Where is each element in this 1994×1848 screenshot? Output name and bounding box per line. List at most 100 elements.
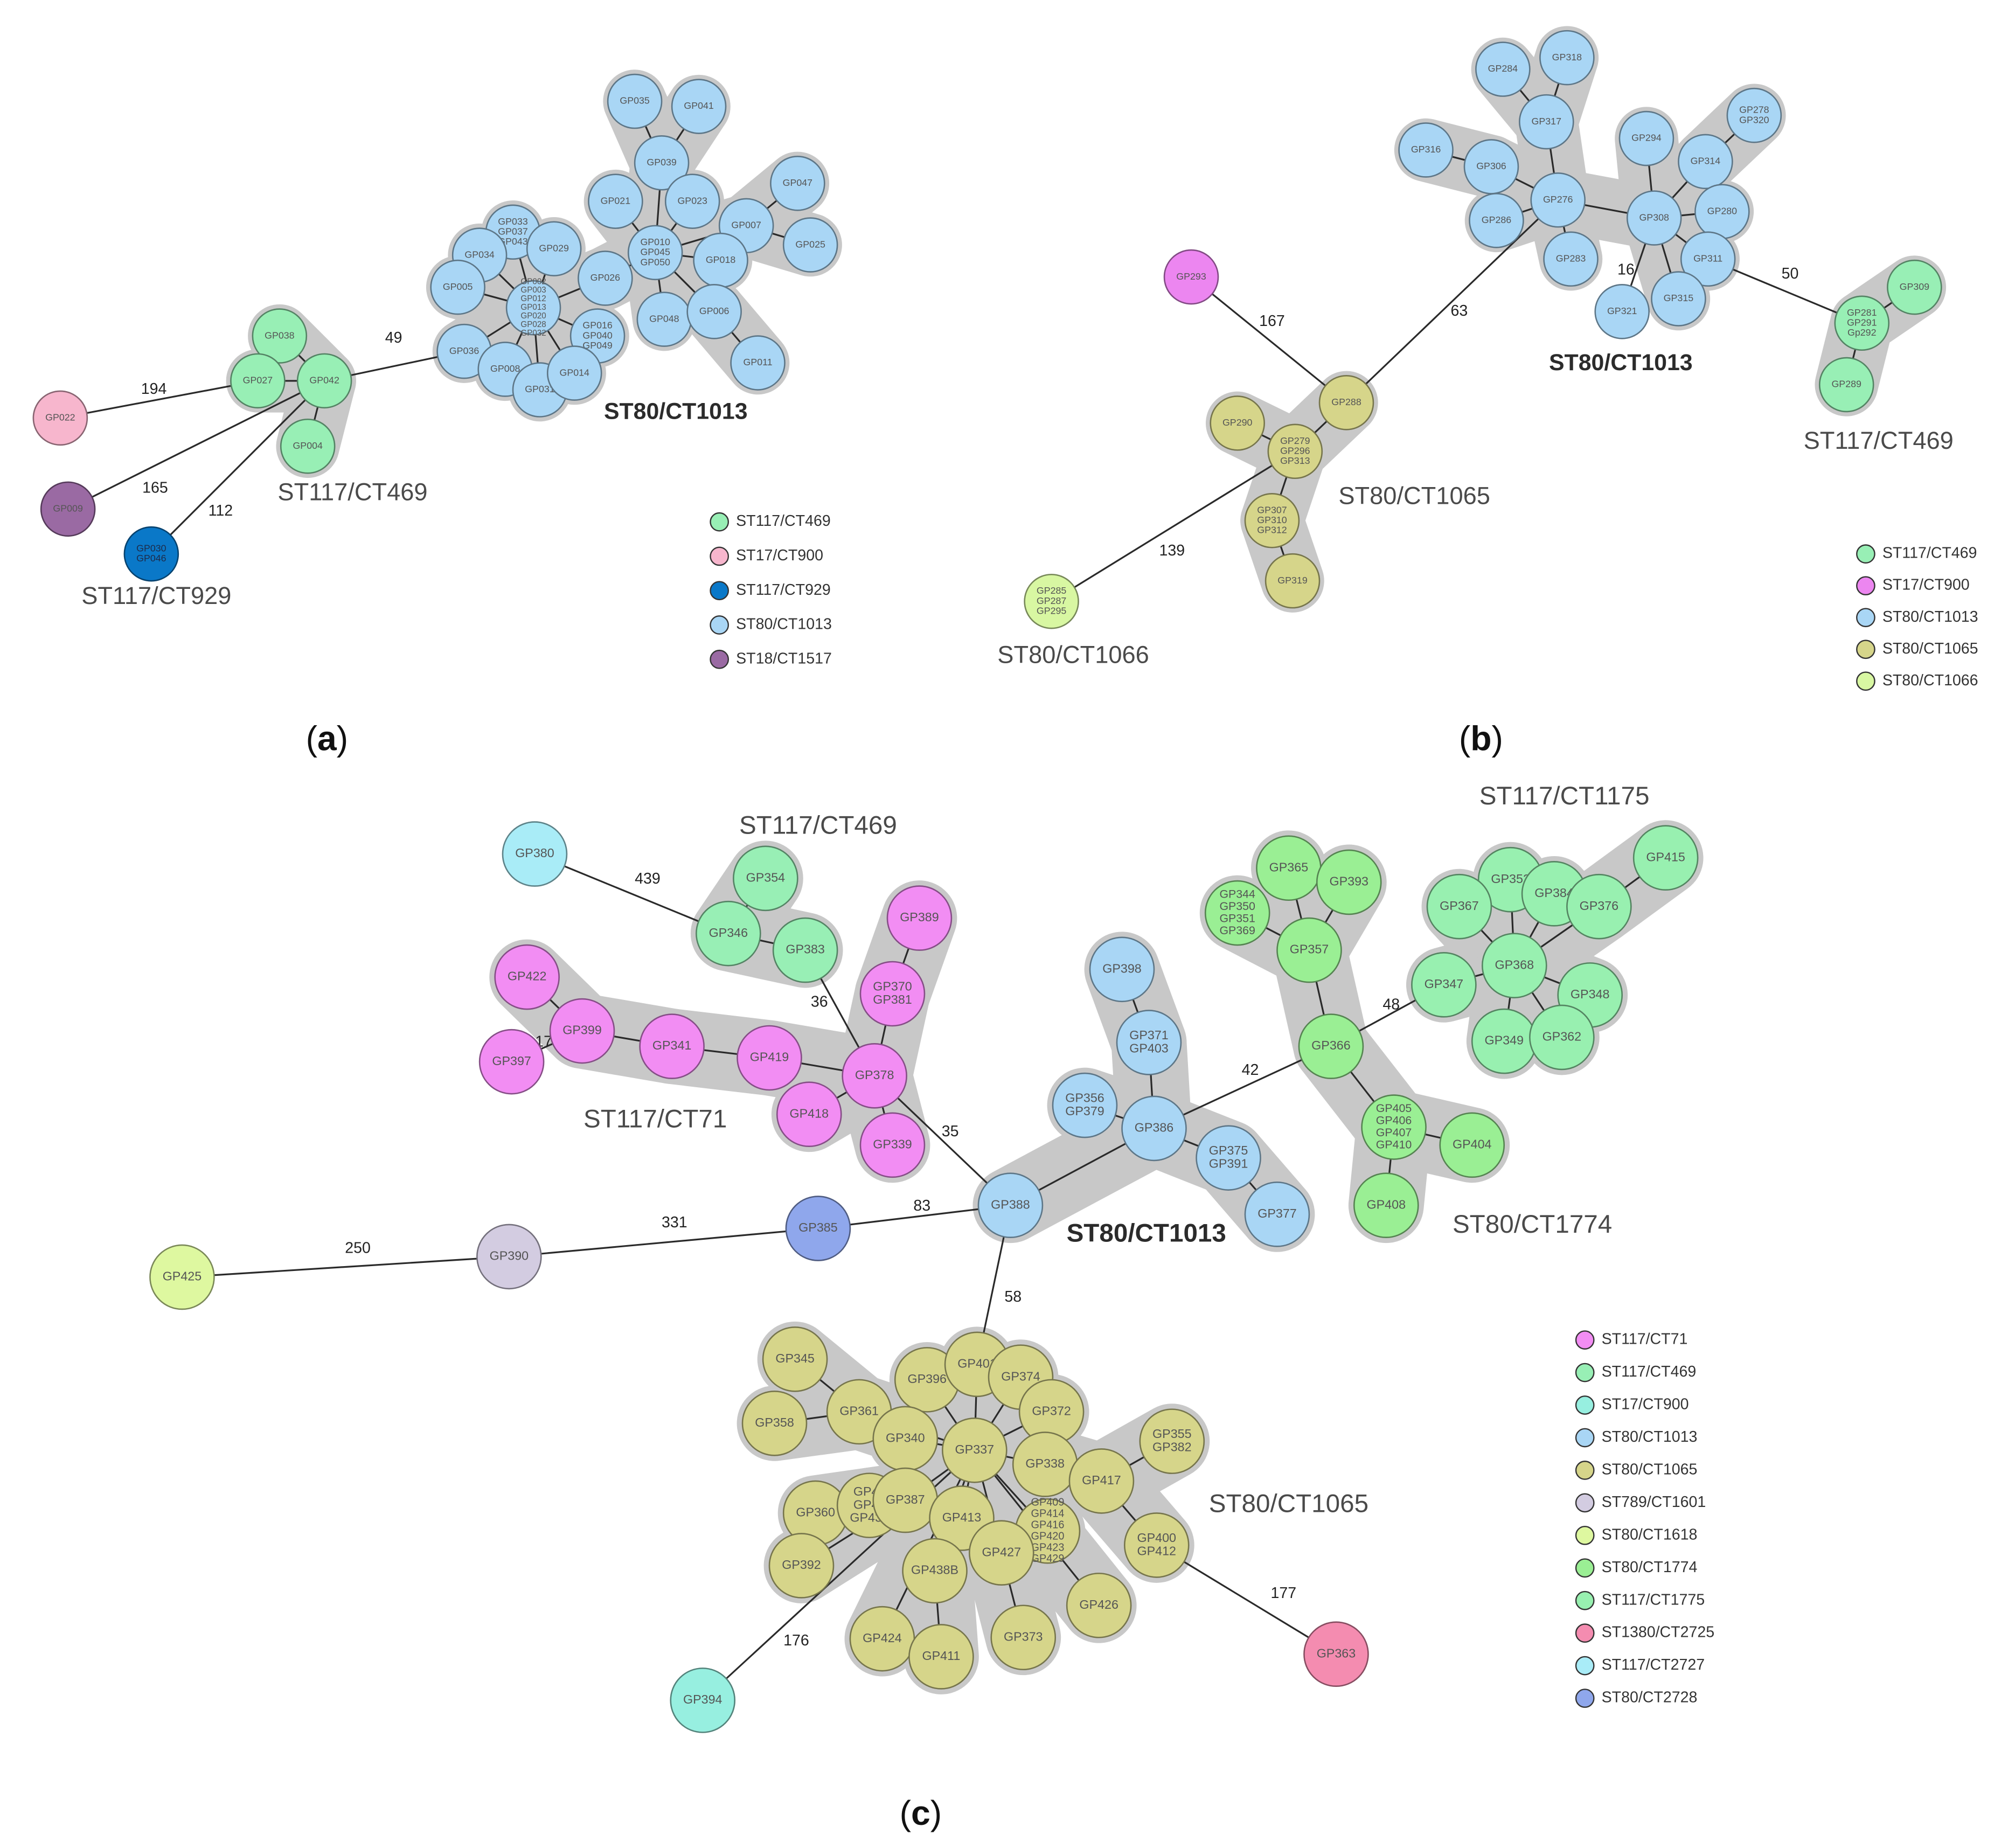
node-gp042[interactable]: GP042 <box>296 353 352 409</box>
node-gp048[interactable]: GP048 <box>636 291 692 347</box>
node-gp026[interactable]: GP026 <box>578 251 633 306</box>
node-gp372[interactable]: GP372 <box>1018 1379 1085 1445</box>
node-gp373[interactable]: GP373 <box>990 1604 1057 1671</box>
node-gp422[interactable]: GP422 <box>494 944 560 1010</box>
node-gp358[interactable]: GP358 <box>741 1391 808 1456</box>
node-gp368[interactable]: GP368 <box>1481 933 1547 998</box>
node-gp005[interactable]: GP005 <box>430 259 485 315</box>
node-gp036[interactable]: GP035 <box>607 73 663 129</box>
node-gp397[interactable]: GP397 <box>478 1029 545 1095</box>
node-gp418[interactable]: GP418 <box>776 1081 842 1148</box>
node-gp293[interactable]: GP293 <box>1163 249 1219 305</box>
node-gp354[interactable]: GP354 <box>733 845 798 912</box>
node-gp036b[interactable]: GP036 <box>436 323 492 379</box>
node-gp338[interactable]: GP338 <box>1012 1432 1078 1497</box>
node-gp363[interactable]: GP363 <box>1303 1621 1369 1687</box>
node-gp393[interactable]: GP393 <box>1316 849 1382 915</box>
node-gp314[interactable]: GP314 <box>1678 134 1733 190</box>
node-gp376[interactable]: GP376 <box>1566 873 1632 940</box>
node-gp309[interactable]: GP309 <box>1887 259 1942 315</box>
node-gp340[interactable]: GP340 <box>872 1406 939 1472</box>
node-gp415[interactable]: GP415 <box>1632 825 1699 891</box>
node-gp438b[interactable]: GP438B <box>902 1538 968 1604</box>
node-gp004[interactable]: GP004 <box>280 418 336 474</box>
node-gp365[interactable]: GP365 <box>1256 835 1322 901</box>
node-gp388[interactable]: GP388 <box>977 1172 1044 1238</box>
node-gp349[interactable]: GP349 <box>1471 1008 1537 1074</box>
node-gp023[interactable]: GP023 <box>664 173 720 229</box>
node-gp394[interactable]: GP394 <box>670 1668 736 1733</box>
node-gp289[interactable]: GP289 <box>1818 357 1874 413</box>
node-gp380[interactable]: GP380 <box>502 821 568 887</box>
node-gp311[interactable]: GP311 <box>1680 231 1736 287</box>
node-gp378[interactable]: GP378 <box>842 1043 907 1109</box>
node-gp390[interactable]: GP390 <box>476 1224 542 1290</box>
node-gp315[interactable]: GP315 <box>1651 271 1706 326</box>
node-gp283[interactable]: GP283 <box>1543 231 1599 287</box>
node-gp337[interactable]: GP337 <box>942 1417 1008 1483</box>
node-gp288[interactable]: GP288 <box>1318 375 1374 430</box>
node-gp377[interactable]: GP377 <box>1244 1182 1310 1247</box>
node-gp426[interactable]: GP426 <box>1066 1572 1132 1638</box>
node-gp347[interactable]: GP347 <box>1411 952 1477 1018</box>
node-gp408[interactable]: GP408 <box>1353 1172 1419 1238</box>
node-gp425[interactable]: GP425 <box>149 1244 215 1310</box>
node-gp367[interactable]: GP367 <box>1426 873 1492 940</box>
node-gp011[interactable]: GP011 <box>730 335 786 391</box>
node-gp389[interactable]: GP389 <box>886 885 953 951</box>
node-gp427[interactable]: GP427 <box>968 1520 1034 1586</box>
node-gp362[interactable]: GP362 <box>1529 1004 1595 1071</box>
node-gp345[interactable]: GP345 <box>762 1326 828 1392</box>
node-gp341[interactable]: GP341 <box>639 1013 705 1079</box>
node-gp027[interactable]: GP027 <box>230 353 286 409</box>
node-gp321[interactable]: GP321 <box>1594 284 1650 339</box>
node-gp318[interactable]: GP318 <box>1539 30 1595 86</box>
node-gp424[interactable]: GP424 <box>849 1606 915 1672</box>
node-gp392[interactable]: GP392 <box>768 1533 835 1599</box>
node-gp385[interactable]: GP385 <box>785 1196 851 1261</box>
node-gp383[interactable]: GP383 <box>772 917 838 983</box>
node-gp038[interactable]: GP038 <box>252 308 308 364</box>
node-gp022[interactable]: GP022 <box>32 390 88 446</box>
node-gp386[interactable]: GP386 <box>1121 1095 1187 1162</box>
node-gp294[interactable]: GP294 <box>1618 110 1675 166</box>
node-gp047[interactable]: GP047 <box>770 156 825 211</box>
node-gp319[interactable]: GP319 <box>1265 553 1321 609</box>
node-gp339[interactable]: GP339 <box>859 1112 926 1178</box>
node-gp290[interactable]: GP290 <box>1210 395 1265 451</box>
node-gp276[interactable]: GP276 <box>1530 172 1586 228</box>
node-gp398[interactable]: GP398 <box>1089 936 1155 1003</box>
node-gp284[interactable]: GP284 <box>1475 41 1531 97</box>
node-gp306[interactable]: GP306 <box>1463 139 1519 194</box>
node-gp399[interactable]: GP399 <box>549 998 615 1064</box>
node-gp316[interactable]: GP316 <box>1398 122 1454 178</box>
node-gp014[interactable]: GP014 <box>546 345 602 401</box>
node-gp009[interactable]: GP009 <box>40 481 96 537</box>
node-gp041[interactable]: GP041 <box>671 79 727 134</box>
node-gp025[interactable]: GP025 <box>782 217 838 273</box>
node-gp286[interactable]: GP286 <box>1469 193 1524 248</box>
node-gp346[interactable]: GP346 <box>696 900 761 967</box>
node-gp417[interactable]: GP417 <box>1068 1448 1135 1514</box>
node-gp039[interactable]: GP039 <box>634 135 690 191</box>
node-gp404[interactable]: GP404 <box>1439 1112 1505 1178</box>
node-gp006[interactable]: GP006 <box>686 284 742 339</box>
node-gp357[interactable]: GP357 <box>1276 917 1342 983</box>
node-gp308[interactable]: GP308 <box>1626 190 1682 246</box>
node-gp280[interactable]: GP280 <box>1694 184 1750 239</box>
node-gp021[interactable]: GP021 <box>588 173 643 229</box>
